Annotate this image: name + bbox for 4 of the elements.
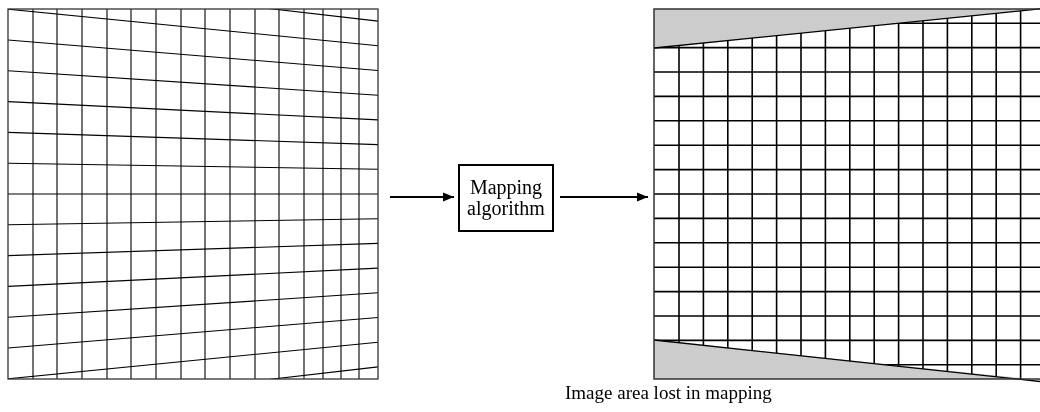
arrow xyxy=(559,192,649,202)
process-box: Mapping algorithm xyxy=(458,164,554,232)
caption-text: Image area lost in mapping xyxy=(565,382,772,404)
arrow xyxy=(389,192,455,202)
